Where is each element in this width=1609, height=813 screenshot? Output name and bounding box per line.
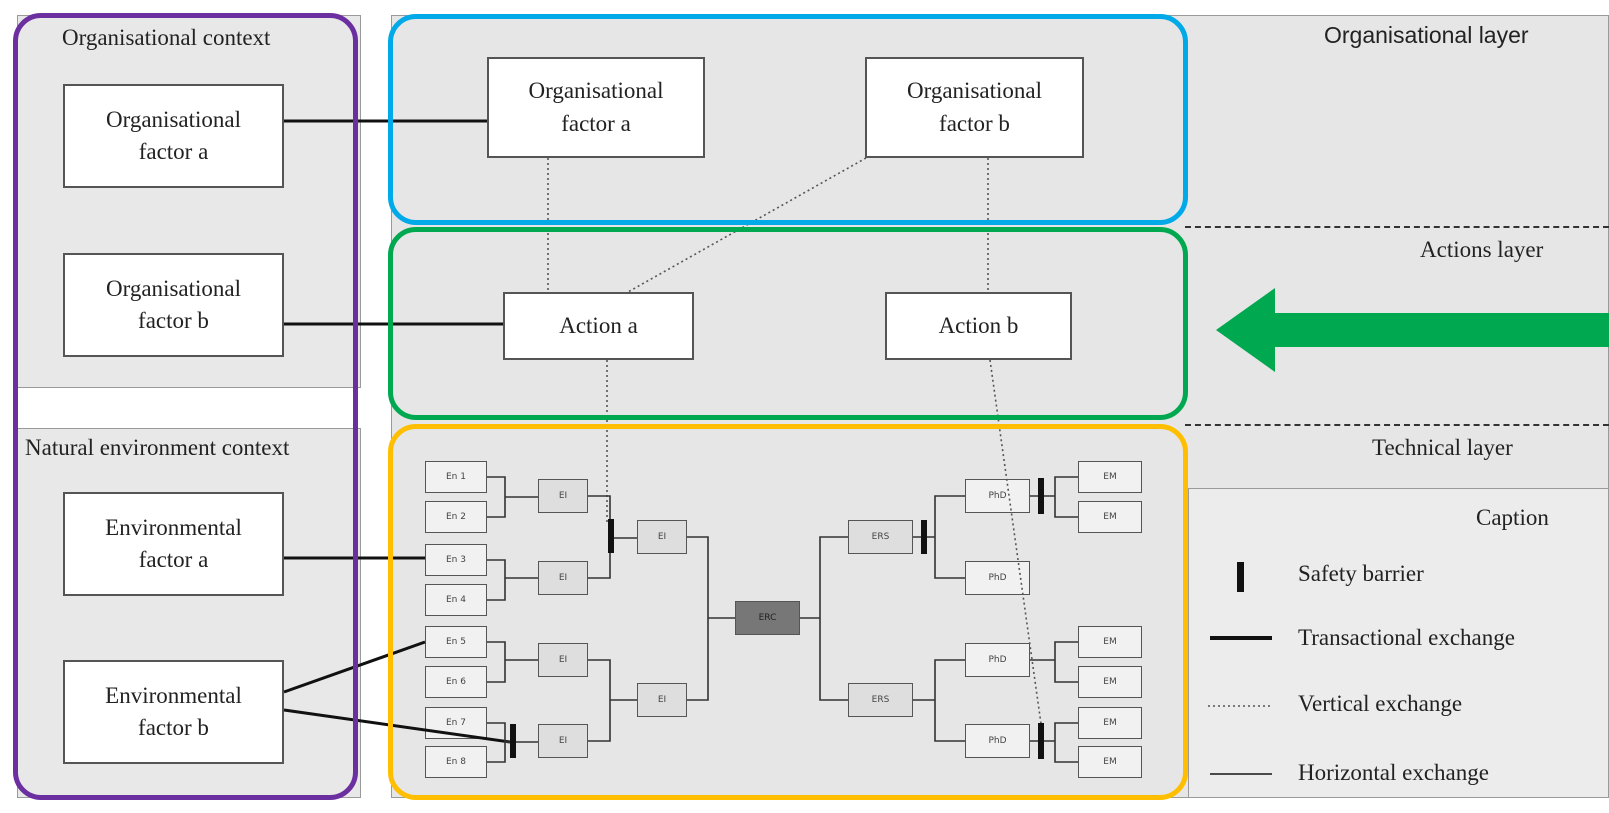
link-env-factor-b-upper — [283, 640, 426, 694]
em-box: EM — [1078, 746, 1142, 778]
context-org-factor-a: Organisational factor a — [63, 84, 284, 188]
tree-link — [687, 536, 735, 701]
safety-barrier — [1038, 478, 1044, 514]
technical-layer-label: Technical layer — [1372, 435, 1513, 460]
en-5-box: En 5 — [425, 626, 487, 658]
tree-link — [1030, 641, 1078, 683]
ei-box: EI — [538, 561, 588, 595]
em-box: EM — [1078, 461, 1142, 493]
safety-barrier — [921, 520, 927, 554]
caption-symbols — [1208, 562, 1272, 775]
ei-box: EI — [637, 683, 687, 717]
org-actions-divider — [1185, 226, 1609, 228]
ers-box: ERS — [848, 683, 913, 717]
context-org-factor-b: Organisational factor b — [63, 253, 284, 357]
vlink-factor-b-action-a — [627, 157, 867, 293]
erc-box: ERC — [735, 601, 800, 635]
green-arrow — [1216, 288, 1609, 372]
org-layer-factor-a: Organisational factor a — [487, 57, 705, 158]
ei-box: EI — [538, 643, 588, 677]
phd-box: PhD — [965, 479, 1030, 513]
ei-box: EI — [637, 520, 687, 554]
action-b-box: Action b — [885, 292, 1072, 360]
safety-barrier — [608, 519, 614, 553]
ers-box: ERS — [848, 520, 913, 554]
organisational-context-title: Organisational context — [62, 25, 271, 50]
caption-horizontal-exchange-label: Horizontal exchange — [1298, 760, 1489, 785]
context-env-factor-a: Environmental factor a — [63, 492, 284, 596]
en-8-box: En 8 — [425, 746, 487, 778]
safety-barrier — [1038, 723, 1044, 759]
caption-safety-barrier-label: Safety barrier — [1298, 561, 1424, 586]
em-box: EM — [1078, 666, 1142, 698]
em-box: EM — [1078, 501, 1142, 533]
tree-link — [800, 536, 848, 701]
link-env-factor-b-lower — [283, 708, 511, 744]
vertical-links — [547, 157, 1044, 739]
caption-safety-barrier-symbol — [1237, 562, 1244, 592]
tree-link — [588, 659, 637, 742]
ei-box: EI — [538, 479, 588, 513]
context-env-factor-b: Environmental factor b — [63, 660, 284, 764]
action-a-box: Action a — [503, 292, 694, 360]
actions-technical-divider — [1185, 424, 1609, 426]
ei-box: EI — [538, 724, 588, 758]
organisational-layer-label: Organisational layer — [1324, 22, 1529, 48]
en-3-box: En 3 — [425, 544, 487, 576]
caption-transactional-exchange-label: Transactional exchange — [1298, 625, 1515, 650]
phd-box: PhD — [965, 724, 1030, 758]
org-layer-factor-b: Organisational factor b — [865, 57, 1084, 158]
tree-link — [913, 659, 965, 742]
natural-environment-context-title: Natural environment context — [25, 435, 290, 460]
tree-link — [487, 559, 538, 601]
actions-layer-label: Actions layer — [1420, 237, 1544, 262]
en-2-box: En 2 — [425, 501, 487, 533]
phd-box: PhD — [965, 643, 1030, 677]
caption-vertical-exchange-label: Vertical exchange — [1298, 691, 1463, 716]
phd-box: PhD — [965, 561, 1030, 595]
tree-link — [487, 476, 538, 518]
caption-title: Caption — [1476, 505, 1549, 530]
tree-link — [1030, 476, 1078, 518]
tree-link — [487, 641, 538, 683]
tree-link — [487, 722, 538, 763]
transactional-links — [283, 119, 511, 744]
en-6-box: En 6 — [425, 666, 487, 698]
vlink-action-b-tech — [989, 359, 1044, 739]
tree-link — [1030, 722, 1078, 763]
caption-box — [1188, 488, 1609, 798]
safety-barrier — [510, 724, 516, 758]
tree-link — [913, 495, 965, 579]
em-box: EM — [1078, 626, 1142, 658]
fault-tree-links — [487, 476, 1078, 763]
safety-barriers — [510, 478, 1044, 759]
em-box: EM — [1078, 707, 1142, 739]
en-1-box: En 1 — [425, 461, 487, 493]
en-4-box: En 4 — [425, 584, 487, 616]
